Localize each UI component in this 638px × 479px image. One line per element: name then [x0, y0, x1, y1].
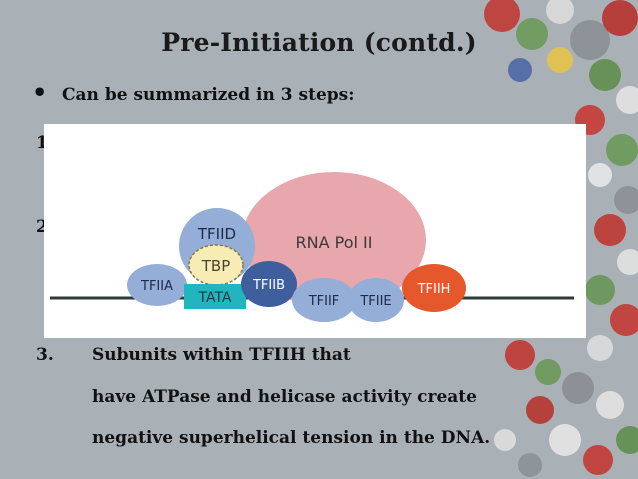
tfiia-shape: [127, 264, 187, 306]
step-3-line-2: have ATPase and helicase activity create: [92, 387, 477, 407]
tfiid-label: TFIID: [197, 225, 236, 243]
step-3-line-3: negative superhelical tension in the DNA…: [92, 428, 491, 448]
tfiib-label: TFIIB: [252, 278, 285, 293]
tfiia-label: TFIIA: [140, 279, 173, 294]
tbp-label: TBP: [201, 257, 231, 275]
tfiif-shape: [292, 278, 356, 322]
diagram-panel: RNA Pol II TFIID TFIIA TBP TATA TFIIB TF…: [44, 124, 586, 338]
preinitiation-complex-diagram: RNA Pol II TFIID TFIIA TBP TATA TFIIB TF…: [50, 172, 574, 322]
step-3-number: 3.: [36, 345, 54, 365]
tata-box: [184, 284, 246, 309]
bullet-icon: •: [32, 78, 48, 107]
tfiie-shape: [348, 278, 404, 322]
tfiib-shape: [241, 261, 297, 307]
step-2-number: 2: [36, 217, 48, 237]
bullet-text: Can be summarized in 3 steps:: [62, 85, 355, 105]
tfiie-label: TFIIE: [359, 294, 391, 309]
slide-title: Pre-Initiation (contd.): [161, 28, 477, 57]
step-1-number: 1: [36, 133, 48, 153]
rna-pol-ii-label: RNA Pol II: [296, 233, 373, 252]
tfiih-label: TFIIH: [417, 282, 451, 297]
tfiif-label: TFIIF: [308, 294, 340, 309]
tfiih-shape: [402, 264, 466, 312]
tata-label: TATA: [198, 290, 232, 306]
step-3-line-1: Subunits within TFIIH that: [92, 345, 351, 365]
